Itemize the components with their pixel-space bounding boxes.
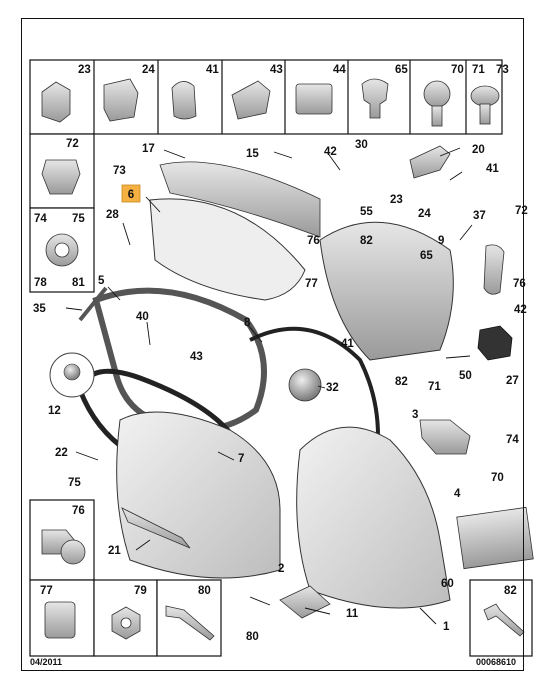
- cell-label: 82: [504, 585, 517, 597]
- diagram-frame: [21, 18, 524, 671]
- cap-shape: [288, 368, 322, 402]
- hinge-shape: [419, 419, 471, 455]
- callout-55: 55: [360, 206, 373, 218]
- spoiler-shape: [159, 161, 321, 238]
- callout-60: 60: [441, 578, 454, 590]
- header-cell-label: 41: [206, 64, 219, 76]
- callout-7: 7: [238, 453, 244, 465]
- bracket-76-shape: [483, 244, 505, 295]
- callout-27: 27: [506, 375, 519, 387]
- cell-label: 76: [72, 505, 85, 517]
- header-cell-label: 43: [270, 64, 283, 76]
- header-cell-label: 71: [472, 64, 485, 76]
- left-cell-parts: [41, 159, 81, 267]
- callout-76: 76: [513, 278, 526, 290]
- callout-4: 4: [454, 488, 461, 500]
- leader-lines: [65, 147, 473, 625]
- cell-label: 81: [72, 277, 85, 289]
- highlighted-callout: 6: [121, 184, 141, 203]
- bracket-shape: [279, 585, 331, 619]
- callout-32: 32: [326, 382, 339, 394]
- callout-71: 71: [428, 381, 441, 393]
- callout-22: 22: [55, 447, 68, 459]
- callout-28: 28: [106, 209, 119, 221]
- callout-50: 50: [459, 370, 472, 382]
- svg-text:6: 6: [128, 189, 134, 201]
- clip-kit-shape: [456, 506, 534, 570]
- callout-82: 82: [360, 235, 373, 247]
- header-cell-label: 70: [451, 64, 464, 76]
- callout-76: 76: [307, 235, 320, 247]
- callout-1: 1: [443, 621, 450, 633]
- callout-40: 40: [136, 311, 149, 323]
- bracket-20-shape: [409, 145, 451, 179]
- cell-label: 74: [34, 213, 47, 225]
- footer-date: 04/2011: [30, 657, 63, 667]
- callout-15: 15: [246, 148, 259, 160]
- cell-label: 78: [34, 277, 47, 289]
- cell-label: 75: [72, 213, 85, 225]
- callout-41: 41: [341, 338, 354, 350]
- callout-42: 42: [324, 146, 337, 158]
- callout-21: 21: [108, 545, 121, 557]
- callout-41: 41: [486, 163, 499, 175]
- callout-20: 20: [472, 144, 485, 156]
- header-cell-label: 65: [395, 64, 408, 76]
- callout-82: 82: [395, 376, 408, 388]
- trim-strip-shape: [121, 507, 191, 549]
- cell-label: 72: [66, 138, 79, 150]
- callout-80: 80: [246, 631, 259, 643]
- callout-30: 30: [355, 139, 368, 151]
- inner-panel-shape: [319, 221, 454, 361]
- gas-strut-shape: [78, 286, 108, 322]
- header-cell-label: 24: [142, 64, 155, 76]
- footer-reference: 00068610: [475, 657, 516, 667]
- cell-label: 80: [198, 585, 211, 597]
- callout-35: 35: [33, 303, 46, 315]
- cell-label: 79: [134, 585, 147, 597]
- callout-3: 3: [412, 409, 418, 421]
- header-cell-label: 23: [78, 64, 91, 76]
- callout-72: 72: [515, 205, 528, 217]
- bottom-left-parts: [41, 529, 215, 641]
- callout-11: 11: [346, 608, 359, 620]
- header-part-sketches: [41, 78, 500, 127]
- callout-43: 43: [190, 351, 203, 363]
- outer-tailgate-shape: [116, 411, 281, 579]
- callout-9: 9: [438, 235, 444, 247]
- callout-12: 12: [48, 405, 61, 417]
- rear-glass-shape: [149, 198, 306, 301]
- callout-23: 23: [390, 194, 403, 206]
- header-cell-label: 44: [333, 64, 346, 76]
- callout-24: 24: [418, 208, 431, 220]
- callout-5: 5: [98, 275, 105, 287]
- cell-label: 77: [40, 585, 53, 597]
- lock-shape: [477, 325, 513, 361]
- callout-17: 17: [142, 143, 155, 155]
- callout-75: 75: [68, 477, 81, 489]
- callout-74: 74: [506, 434, 519, 446]
- tailgate-shape: [296, 426, 451, 609]
- header-cell-labels: 23 24 41 43 44 65 70 71 73: [78, 64, 509, 76]
- callout-70: 70: [491, 472, 504, 484]
- callout-73: 73: [113, 165, 126, 177]
- callout-2: 2: [278, 563, 284, 575]
- callout-77: 77: [305, 278, 318, 290]
- header-cell-label: 73: [496, 64, 509, 76]
- callout-37: 37: [473, 210, 486, 222]
- right-cell-part: [483, 603, 525, 637]
- callout-8: 8: [244, 317, 251, 329]
- callout-65: 65: [420, 250, 433, 262]
